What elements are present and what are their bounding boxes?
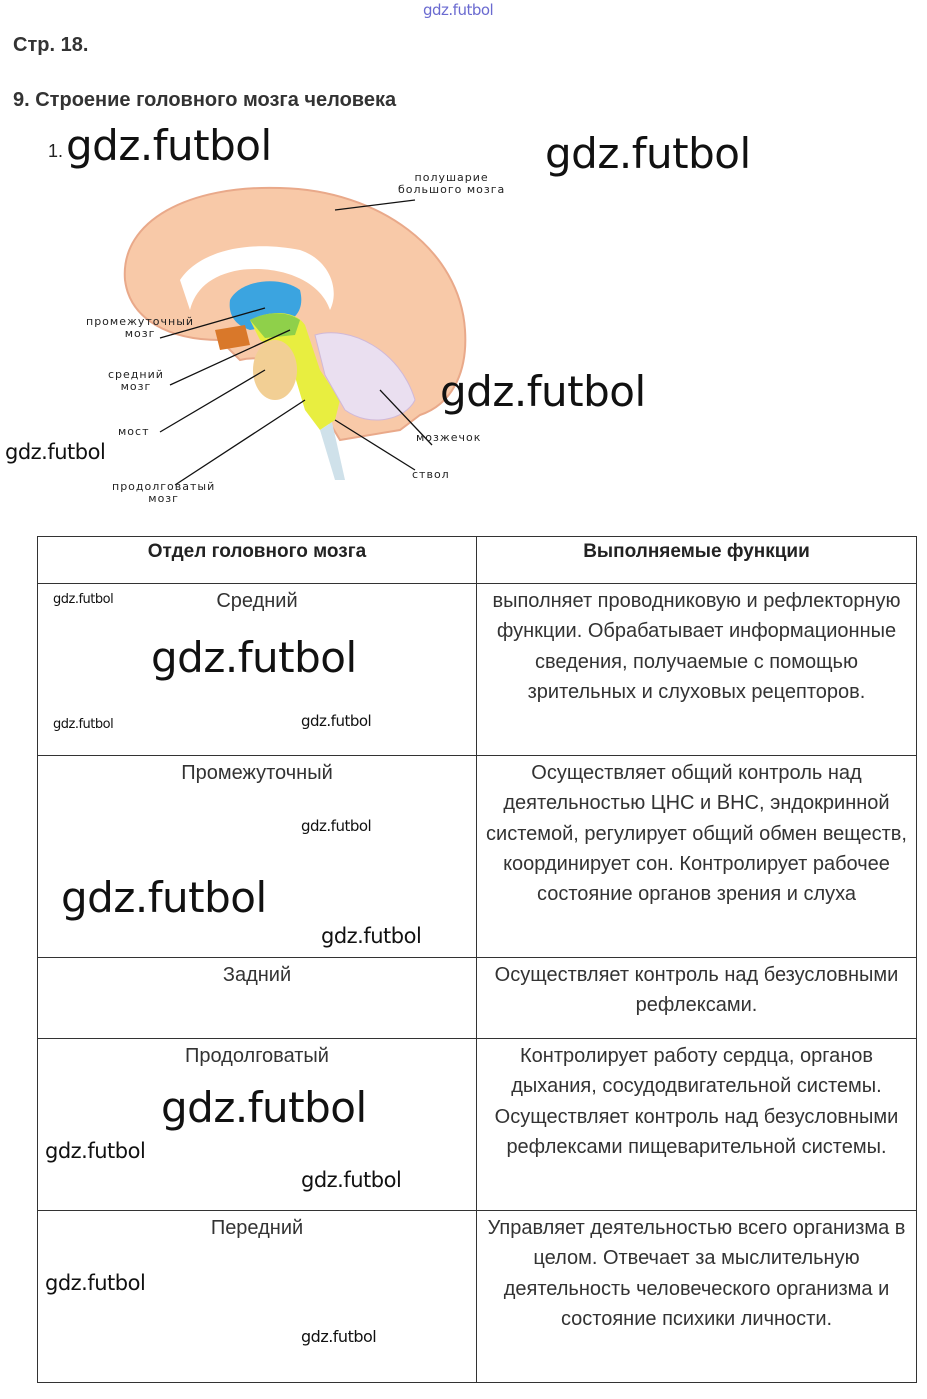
label-stem: ствол (412, 468, 450, 481)
function-cell: Управляет деятельностью всего организма … (476, 1210, 917, 1383)
table-row: Передний gdz.futbol gdz.futbol Управляет… (37, 1210, 917, 1383)
watermark: gdz.futbol (321, 924, 422, 948)
watermark: gdz.futbol (301, 817, 372, 835)
section-name: Передний (210, 1217, 304, 1239)
cerebellum-shape (314, 332, 416, 421)
label-cerebellum: мозжечок (416, 431, 482, 444)
watermark: gdz.futbol (53, 717, 114, 732)
watermark: gdz.futbol (545, 129, 751, 178)
section-name: Задний (222, 964, 292, 986)
section-cell: Передний gdz.futbol gdz.futbol (37, 1210, 477, 1383)
watermark: gdz.futbol (61, 873, 267, 922)
section-cell: Промежуточный gdz.futbol gdz.futbol gdz.… (37, 755, 477, 958)
hypothalamus-shape (215, 325, 250, 350)
watermark: gdz.futbol (5, 440, 106, 464)
function-cell: Осуществляет общий контроль над деятельн… (476, 755, 917, 958)
section-name: Средний (216, 590, 298, 612)
watermark: gdz.futbol (301, 1168, 402, 1192)
watermark: gdz.futbol (301, 1327, 377, 1346)
watermark: gdz.futbol (66, 121, 272, 170)
ventricle-shape (180, 246, 334, 310)
table-header-row: Отдел головного мозга Выполняемые функци… (37, 536, 917, 584)
section-cell: Задний (37, 957, 477, 1039)
header-functions: Выполняемые функции (476, 536, 917, 584)
pons-shape (253, 340, 297, 400)
table-row: Средний gdz.futbol gdz.futbol gdz.futbol… (37, 583, 917, 756)
watermark-top: gdz.futbol (423, 1, 494, 19)
section-name: Продолговатый (185, 1045, 329, 1067)
section-name: Промежуточный (181, 762, 333, 784)
table-row: Задний Осуществляет контроль над безусло… (37, 957, 917, 1039)
function-cell: выполняет проводниковую и рефлекторную ф… (476, 583, 917, 756)
function-cell: Осуществляет контроль над безусловными р… (476, 957, 917, 1039)
watermark: gdz.futbol (45, 1271, 146, 1295)
figure-number: 1. (48, 141, 64, 161)
watermark: gdz.futbol (45, 1139, 146, 1163)
watermark: gdz.futbol (161, 1083, 367, 1132)
label-pons: мост (118, 425, 150, 438)
watermark: gdz.futbol (53, 592, 114, 607)
brain-diagram (123, 186, 467, 486)
page-reference: Стр. 18. (13, 34, 89, 56)
brain-functions-table: Отдел головного мозга Выполняемые функци… (37, 536, 917, 1383)
table-row: Промежуточный gdz.futbol gdz.futbol gdz.… (37, 755, 917, 958)
watermark: gdz.futbol (301, 712, 372, 730)
table-row: Продолговатый gdz.futbol gdz.futbol gdz.… (37, 1038, 917, 1211)
spinal-cord-shape (320, 422, 345, 480)
function-cell: Контролирует работу сердца, органов дыха… (476, 1038, 917, 1211)
task-title: 9. Строение головного мозга человека (13, 89, 397, 111)
watermark: gdz.futbol (440, 367, 646, 416)
section-cell: Продолговатый gdz.futbol gdz.futbol gdz.… (37, 1038, 477, 1211)
label-arrows (159, 199, 433, 486)
section-cell: Средний gdz.futbol gdz.futbol gdz.futbol… (37, 583, 477, 756)
header-section: Отдел головного мозга (37, 536, 477, 584)
watermark: gdz.futbol (151, 633, 357, 682)
